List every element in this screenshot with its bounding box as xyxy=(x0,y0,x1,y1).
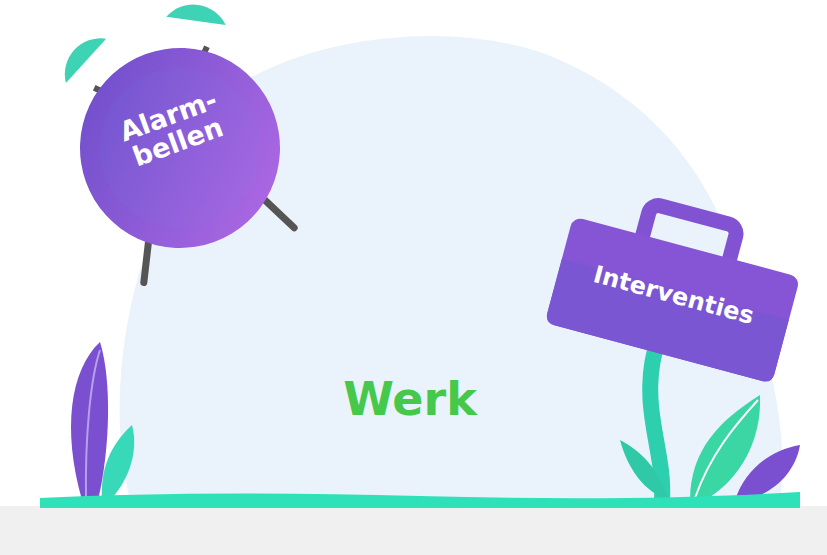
node-label: Werk xyxy=(300,375,520,423)
plant-leaf xyxy=(71,342,108,500)
leaf-vein xyxy=(86,350,100,500)
clock-bell xyxy=(165,0,226,43)
work-blob xyxy=(120,36,783,500)
clock-bell xyxy=(55,35,116,84)
ground-shadow xyxy=(0,506,827,555)
